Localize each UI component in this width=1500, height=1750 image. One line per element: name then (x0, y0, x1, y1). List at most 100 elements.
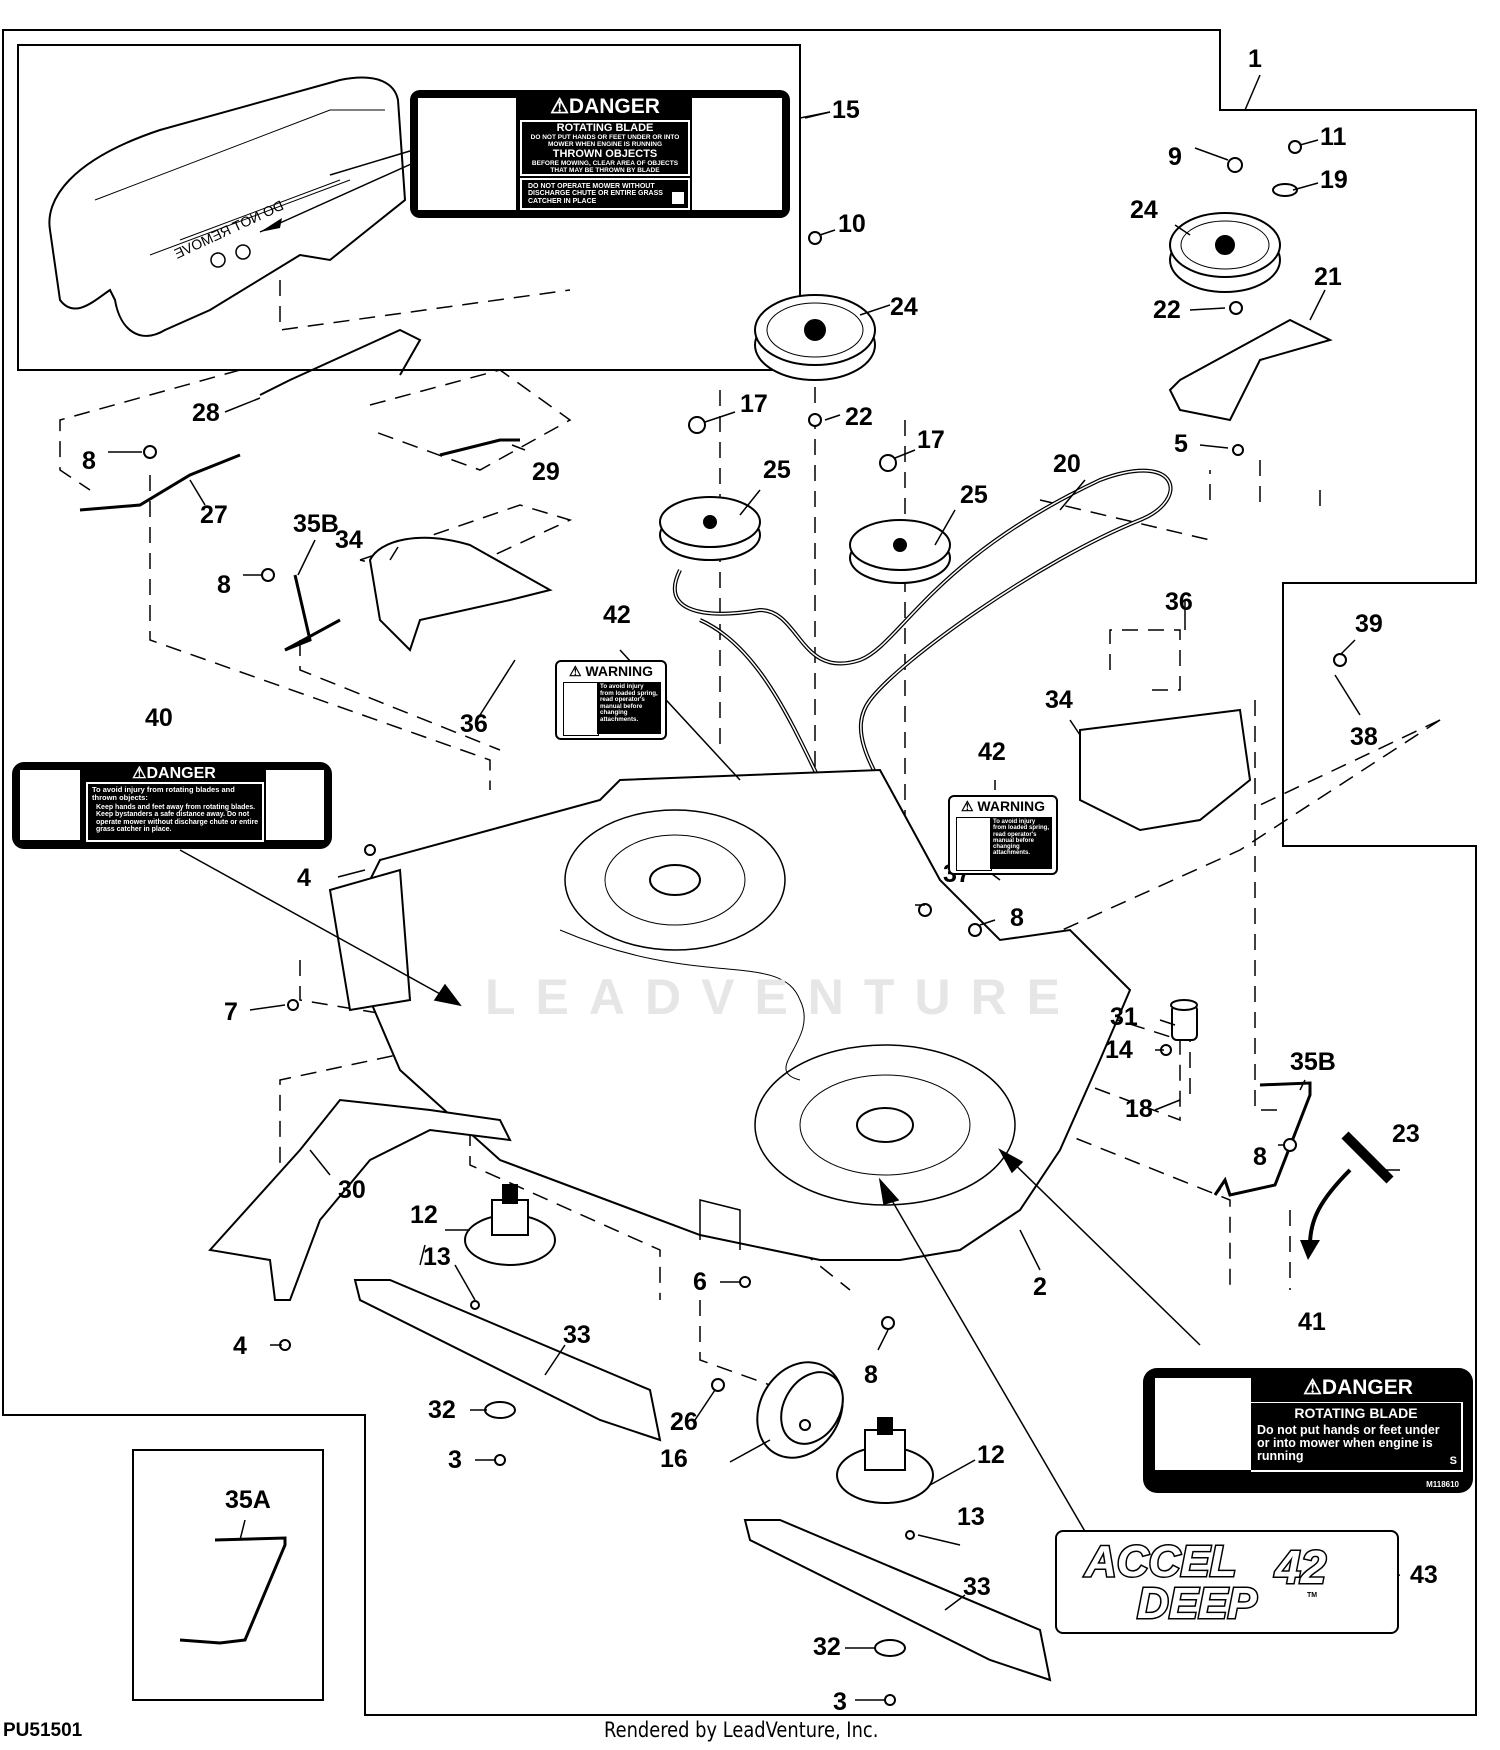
rotation-arrow (1308, 1168, 1352, 1246)
callout-41[interactable]: 41 (1298, 1308, 1326, 1336)
callout-10[interactable]: 10 (838, 210, 866, 238)
callout-21[interactable]: 21 (1314, 263, 1342, 291)
nut-8-a (143, 445, 157, 459)
callout-15[interactable]: 15 (832, 96, 860, 124)
warning-label-42[interactable]: ⚠ WARNING To avoid injury from loaded sp… (555, 660, 667, 740)
accel-deep-decal-43[interactable]: ACCEL 42 DEEP TM (1055, 1530, 1399, 1634)
callout-18[interactable]: 18 (1125, 1095, 1153, 1123)
nut-17-right (879, 454, 897, 472)
label-42-body: To avoid injury from loaded spring, read… (990, 817, 1052, 869)
nut-17-left (688, 416, 706, 434)
danger-signal-word: DANGER (1321, 1376, 1413, 1399)
danger-signal-word: DANGER (568, 95, 660, 118)
callout-19[interactable]: 19 (1320, 166, 1348, 194)
callout-30[interactable]: 30 (338, 1176, 366, 1204)
callout-17[interactable]: 17 (917, 426, 945, 454)
belt-shield-left (368, 536, 553, 652)
bolt-13-upper (470, 1300, 480, 1310)
callout-27[interactable]: 27 (200, 501, 228, 529)
warning-triangle-icon: ⚠ (568, 663, 582, 679)
spindle-lower (836, 1417, 934, 1504)
callout-20[interactable]: 20 (1053, 450, 1081, 478)
danger-label-41[interactable]: ⚠DANGER ROTATING BLADE Do not put hands … (1143, 1368, 1473, 1493)
callout-35b[interactable]: 35B (293, 510, 339, 538)
callout-24[interactable]: 24 (1130, 196, 1158, 224)
callout-14[interactable]: 14 (1105, 1036, 1133, 1064)
callout-5[interactable]: 5 (1174, 430, 1188, 458)
callout-22[interactable]: 22 (1153, 296, 1181, 324)
spring-hand-pictogram (563, 682, 599, 736)
callout-24[interactable]: 24 (890, 293, 918, 321)
callout-38[interactable]: 38 (1350, 723, 1378, 751)
callout-8[interactable]: 8 (217, 571, 231, 599)
callout-23[interactable]: 23 (1392, 1120, 1420, 1148)
blade-hand-pictogram (20, 770, 80, 840)
callout-12[interactable]: 12 (410, 1201, 438, 1229)
blade-hand-pictogram (418, 98, 516, 210)
callout-3[interactable]: 3 (448, 1446, 462, 1474)
callout-6[interactable]: 6 (693, 1268, 707, 1296)
callout-1[interactable]: 1 (1248, 45, 1262, 73)
callout-17[interactable]: 17 (740, 390, 768, 418)
bolt-13-lower (905, 1530, 915, 1540)
callout-31[interactable]: 31 (1110, 1003, 1138, 1031)
discharge-chute-inset-frame (17, 44, 801, 371)
linkage-28 (259, 328, 422, 396)
callout-8[interactable]: 8 (1010, 904, 1024, 932)
callout-2[interactable]: 2 (1033, 1273, 1047, 1301)
warning-label-42[interactable]: ⚠ WARNING To avoid injury from loaded sp… (948, 795, 1058, 875)
callout-32[interactable]: 32 (813, 1633, 841, 1661)
nut-22-right (1229, 301, 1243, 315)
label-15-heading-2: THROWN OBJECTS (552, 148, 658, 160)
callout-35a[interactable]: 35A (225, 1486, 271, 1514)
callout-40[interactable]: 40 (145, 704, 173, 732)
callout-8[interactable]: 8 (1253, 1143, 1267, 1171)
callout-4[interactable]: 4 (297, 864, 311, 892)
danger-signal-word: DANGER (146, 765, 216, 782)
baffle (208, 1098, 512, 1301)
thrown-object-pictogram (692, 98, 782, 210)
callout-34[interactable]: 34 (335, 526, 363, 554)
callout-26[interactable]: 26 (670, 1408, 698, 1436)
spring-hand-pictogram (956, 817, 992, 871)
callout-8[interactable]: 8 (864, 1361, 878, 1389)
callout-3[interactable]: 3 (833, 1688, 847, 1716)
callout-43[interactable]: 43 (1410, 1561, 1438, 1589)
callout-25[interactable]: 25 (763, 456, 791, 484)
label-15-text-3: DO NOT OPERATE MOWER WITHOUT DISCHARGE C… (528, 183, 663, 205)
callout-36[interactable]: 36 (460, 710, 488, 738)
callout-8[interactable]: 8 (82, 447, 96, 475)
blade-lower (743, 1519, 1052, 1682)
callout-35b[interactable]: 35B (1290, 1048, 1336, 1076)
danger-label-15[interactable]: ⚠DANGER ROTATING BLADE DO NOT PUT HANDS … (410, 90, 790, 218)
callout-39[interactable]: 39 (1355, 610, 1383, 638)
callout-12[interactable]: 12 (977, 1441, 1005, 1469)
callout-9[interactable]: 9 (1168, 143, 1182, 171)
callout-25[interactable]: 25 (960, 481, 988, 509)
callout-22[interactable]: 22 (845, 403, 873, 431)
nut-37 (918, 903, 932, 917)
callout-4[interactable]: 4 (233, 1332, 247, 1360)
callout-11[interactable]: 11 (1320, 123, 1347, 151)
callout-34[interactable]: 34 (1045, 686, 1073, 714)
warning-triangle-icon: ⚠ (960, 798, 974, 814)
callout-42[interactable]: 42 (978, 738, 1006, 766)
callout-32[interactable]: 32 (428, 1396, 456, 1424)
nut-22-center (808, 413, 822, 427)
callout-36[interactable]: 36 (1165, 588, 1193, 616)
callout-16[interactable]: 16 (660, 1445, 688, 1473)
mower-deck (328, 768, 1132, 1261)
callout-28[interactable]: 28 (192, 399, 220, 427)
callout-33[interactable]: 33 (563, 1321, 591, 1349)
callout-7[interactable]: 7 (224, 998, 238, 1026)
callout-33[interactable]: 33 (963, 1573, 991, 1601)
nut-8-c (968, 923, 982, 937)
callout-29[interactable]: 29 (532, 458, 560, 486)
label-41-body: Do not put hands or feet under or into m… (1257, 1423, 1440, 1464)
danger-label-40[interactable]: ⚠DANGER To avoid injury from rotating bl… (12, 762, 332, 849)
callout-42[interactable]: 42 (603, 601, 631, 629)
callout-13[interactable]: 13 (423, 1243, 451, 1271)
callout-13[interactable]: 13 (957, 1503, 985, 1531)
extension-spring (1341, 1131, 1394, 1184)
